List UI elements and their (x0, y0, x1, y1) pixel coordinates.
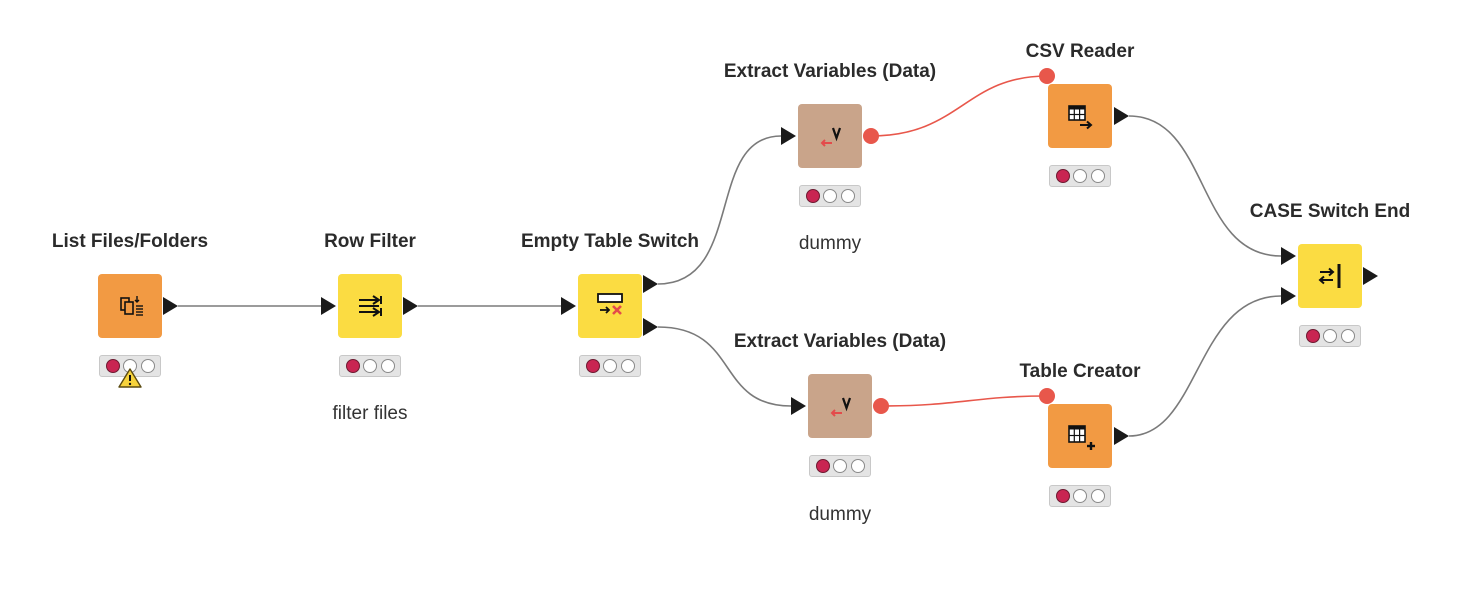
node-status-traffic-light (1299, 325, 1361, 347)
node-status-traffic-light (1049, 165, 1111, 187)
output-port[interactable] (163, 297, 178, 315)
node-title[interactable]: List Files/Folders (51, 231, 209, 252)
status-light-green (1340, 329, 1355, 343)
node-title[interactable]: Empty Table Switch (520, 231, 700, 252)
output-port[interactable] (403, 297, 418, 315)
connection-table-creator-to-case-switch-end[interactable] (1128, 295, 1282, 437)
status-light-red (815, 459, 830, 473)
input-port[interactable] (321, 297, 336, 315)
node-annotation[interactable]: filter files (332, 403, 408, 424)
status-light-yellow (1073, 169, 1087, 183)
status-light-yellow (1323, 329, 1337, 343)
node-table-creator[interactable] (1048, 404, 1112, 468)
flow-variable-connection-bottom[interactable] (880, 395, 1048, 407)
output-port[interactable] (1114, 107, 1129, 125)
warning-icon[interactable] (117, 367, 143, 389)
status-light-green (1090, 489, 1105, 503)
flow-variable-connection-top[interactable] (870, 75, 1048, 137)
node-case-switch-end[interactable] (1298, 244, 1362, 308)
flow-variable-output-port[interactable] (863, 128, 879, 144)
node-list-files[interactable] (98, 274, 162, 338)
table-creator-icon (1068, 425, 1095, 450)
node-extract-variables-bottom[interactable] (808, 374, 872, 438)
output-port-bottom[interactable] (643, 318, 658, 336)
connection-switch-to-extract-vars-top[interactable] (657, 135, 782, 285)
input-port[interactable] (791, 397, 806, 415)
node-status-traffic-light (339, 355, 401, 377)
node-title[interactable]: CSV Reader (1025, 41, 1135, 62)
status-light-yellow (1073, 489, 1087, 503)
input-port-1[interactable] (1281, 247, 1296, 265)
status-light-yellow (823, 189, 837, 203)
node-title[interactable]: CASE Switch End (1249, 201, 1411, 222)
status-light-yellow (833, 459, 847, 473)
node-annotation[interactable]: dummy (808, 504, 872, 525)
node-status-traffic-light (799, 185, 861, 207)
case-switch-end-icon (1318, 264, 1341, 288)
node-extract-variables-top[interactable] (798, 104, 862, 168)
row-filter-icon (359, 295, 382, 317)
status-light-red (1055, 169, 1070, 183)
input-port-2[interactable] (1281, 287, 1296, 305)
status-light-green (840, 189, 855, 203)
csv-reader-icon (1068, 105, 1093, 130)
list-files-icon (120, 296, 143, 316)
node-csv-reader[interactable] (1048, 84, 1112, 148)
node-title[interactable]: Table Creator (1019, 361, 1141, 382)
input-port[interactable] (561, 297, 576, 315)
extract-variables-icon (830, 397, 852, 417)
node-status-traffic-light (99, 355, 161, 377)
flow-variable-input-port[interactable] (1039, 68, 1055, 84)
extract-variables-icon (820, 127, 842, 147)
node-title[interactable]: Row Filter (324, 231, 416, 252)
node-status-traffic-light (579, 355, 641, 377)
output-port[interactable] (1114, 427, 1129, 445)
node-empty-table-switch[interactable] (578, 274, 642, 338)
node-title[interactable]: Extract Variables (Data) (723, 61, 937, 82)
node-status-traffic-light (1049, 485, 1111, 507)
connection-csv-reader-to-case-switch-end[interactable] (1128, 115, 1282, 257)
status-light-red (1305, 329, 1320, 343)
status-light-green (380, 359, 395, 373)
status-light-red (805, 189, 820, 203)
flow-variable-output-port[interactable] (873, 398, 889, 414)
status-light-yellow (603, 359, 617, 373)
flow-variable-input-port[interactable] (1039, 388, 1055, 404)
empty-table-switch-icon (597, 293, 623, 315)
node-row-filter[interactable] (338, 274, 402, 338)
connection-switch-to-extract-vars-bottom[interactable] (657, 326, 792, 407)
node-status-traffic-light (809, 455, 871, 477)
status-light-green (1090, 169, 1105, 183)
status-light-red (1055, 489, 1070, 503)
status-light-green (140, 359, 155, 373)
status-light-yellow (363, 359, 377, 373)
output-port[interactable] (1363, 267, 1378, 285)
node-title[interactable]: Extract Variables (Data) (733, 331, 947, 352)
status-light-red (105, 359, 120, 373)
status-light-green (850, 459, 865, 473)
status-light-green (620, 359, 635, 373)
node-annotation[interactable]: dummy (798, 233, 862, 254)
status-light-red (345, 359, 360, 373)
status-light-red (585, 359, 600, 373)
input-port[interactable] (781, 127, 796, 145)
output-port-top[interactable] (643, 275, 658, 293)
